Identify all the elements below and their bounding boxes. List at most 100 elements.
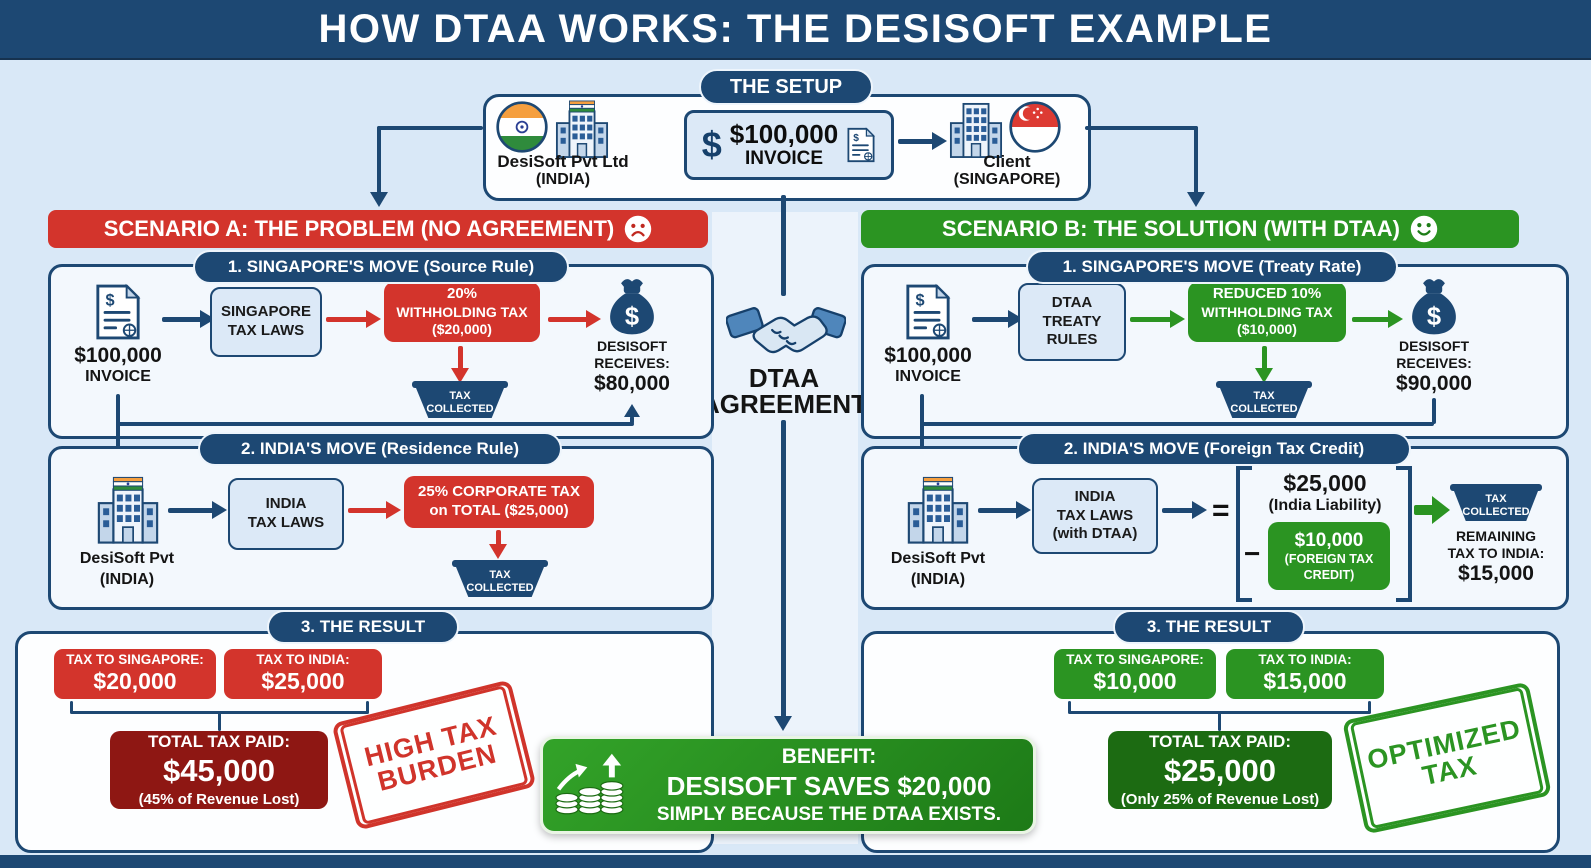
a2-arrow2-head	[386, 501, 401, 519]
money-bag-icon	[1404, 276, 1464, 338]
b-total-tax-box: TOTAL TAX PAID: $25,000 (Only 25% of Rev…	[1108, 731, 1332, 809]
b2-credit-value: $10,000	[1294, 529, 1364, 551]
minus-sign: −	[1244, 538, 1261, 569]
b1-tax-collected-basket: TAX COLLECTED	[1220, 388, 1308, 418]
benefit-line3: SIMPLY BECAUSE THE DTAA EXISTS.	[656, 803, 1002, 825]
setup-company-name: DesiSoft Pvt Ltd	[497, 152, 629, 171]
agreement-line2: AGREEMENT	[700, 389, 868, 419]
a2-down-arrow-head	[489, 544, 507, 559]
handshake-icon	[726, 296, 846, 366]
b2-remaining-line2: TAX TO INDIA:	[1447, 545, 1545, 561]
b2-collected-line1: TAX	[1485, 492, 1507, 505]
a1-receives-line2: RECEIVES:	[594, 355, 670, 371]
b1-tax-line2: WITHHOLDING TAX	[1201, 303, 1333, 320]
a1-tax-line1: 20%	[446, 285, 478, 303]
a-result-india-value: $25,000	[261, 668, 345, 695]
a-total-label: TOTAL TAX PAID:	[148, 731, 290, 751]
b2-law-line2: TAX LAWS	[1056, 506, 1134, 524]
scenario-b-result-badge-label: 3. THE RESULT	[1146, 617, 1272, 636]
scenario-b-result-badge: 3. THE RESULT	[1113, 610, 1305, 644]
b2-liability-value: $25,000	[1283, 470, 1367, 496]
invoice-doc-icon	[94, 282, 142, 342]
b1-collected-line2: COLLECTED	[1230, 403, 1298, 415]
scenario-a-header-label: SCENARIO A: THE PROBLEM (NO AGREEMENT)	[103, 216, 615, 241]
b-result-india-box: TAX TO INDIA: $15,000	[1226, 649, 1384, 699]
b1-arrow3-line	[1352, 317, 1390, 322]
setup-to-b-arrow-head	[1187, 192, 1205, 207]
a-result-singapore-label: TAX TO SINGAPORE:	[66, 652, 204, 668]
b-bracket-right	[1368, 701, 1371, 713]
b-result-singapore-value: $10,000	[1093, 668, 1177, 695]
b-total-value: $25,000	[1163, 752, 1277, 788]
center-vline-top	[781, 195, 786, 296]
setup-invoice-label: INVOICE	[744, 147, 824, 169]
a1-arrow2-line	[326, 317, 368, 322]
b2-bracket-left	[1236, 466, 1252, 602]
scenario-b-step1-badge: 1. SINGAPORE'S MOVE (Treaty Rate)	[1026, 250, 1398, 284]
b1-arrow2-head	[1170, 310, 1185, 328]
b1-tax-line3: ($10,000)	[1237, 321, 1297, 338]
b1-law-line3: RULES	[1046, 331, 1098, 349]
a1-arrow1-line	[162, 317, 202, 322]
benefit-line2: DESISOFT SAVES $20,000	[666, 771, 992, 801]
center-arrow-head	[774, 716, 792, 731]
a1-tax-collected-basket: TAX COLLECTED	[416, 388, 504, 418]
a-result-singapore-box: TAX TO SINGAPORE: $20,000	[54, 649, 216, 699]
b2-law-box: INDIA TAX LAWS (with DTAA)	[1032, 478, 1158, 554]
b2-law-line3: (with DTAA)	[1052, 525, 1138, 543]
b2-remaining-line1: REMAINING	[1455, 528, 1537, 544]
desisoft-building-icon	[554, 98, 610, 160]
a2-collected-line1: TAX	[489, 568, 511, 581]
happy-face-icon	[1410, 215, 1438, 243]
b2-company-line1: DesiSoft Pvt	[890, 550, 986, 567]
india-flag-icon	[495, 100, 549, 154]
b1-invoice-label: INVOICE	[895, 368, 961, 385]
a1-tax-line3: ($20,000)	[432, 321, 492, 338]
a1-down-arrow-head	[451, 368, 469, 383]
a2-arrow1-head	[212, 501, 227, 519]
a2-down-arrow-line	[496, 530, 501, 546]
sad-face-icon	[624, 215, 652, 243]
invoice-doc-icon	[904, 282, 952, 342]
a1-arrow2-head	[366, 310, 381, 328]
center-vline-bottom	[781, 420, 786, 718]
scenario-b-step2-panel	[861, 446, 1569, 610]
scenario-a-step2-badge: 2. INDIA'S MOVE (Residence Rule)	[198, 432, 562, 466]
a2-law-line2: TAX LAWS	[247, 514, 325, 531]
a1-invoice-amount: $100,000	[74, 344, 162, 367]
b1-arrow2-line	[1130, 317, 1172, 322]
b1-basket-lip	[1216, 381, 1312, 388]
benefit-line1: BENEFIT:	[781, 744, 877, 768]
setup-invoice-amount: $100,000	[729, 119, 839, 150]
setup-badge-label: THE SETUP	[729, 75, 843, 98]
agreement-line1: DTAA	[748, 363, 820, 393]
a2-tax-line2: on TOTAL ($25,000)	[429, 502, 569, 519]
setup-to-a-vline	[377, 126, 381, 196]
b-total-label: TOTAL TAX PAID:	[1149, 731, 1291, 751]
page-title: HOW DTAA WORKS: THE DESISOFT EXAMPLE	[318, 6, 1273, 51]
b2-credit-box: $10,000 (FOREIGN TAX CREDIT)	[1268, 522, 1390, 590]
a1-collected-line2: COLLECTED	[426, 403, 494, 415]
client-building-icon	[948, 98, 1004, 160]
b2-liability-note: (India Liability)	[1268, 497, 1382, 514]
a-result-india-box: TAX TO INDIA: $25,000	[224, 649, 382, 699]
setup-invoice-box: $ $100,000 INVOICE	[684, 110, 894, 180]
setup-arrow-head	[932, 132, 947, 150]
a1-arrow3-line	[548, 317, 588, 322]
b1-tax-line1: REDUCED 10%	[1212, 285, 1322, 303]
money-bag-icon	[602, 276, 662, 338]
desisoft-building-icon	[96, 474, 160, 546]
setup-client-name: Client	[983, 152, 1031, 171]
a1-invoice-label: INVOICE	[85, 368, 151, 385]
scenario-a-step2-badge-label: 2. INDIA'S MOVE (Residence Rule)	[241, 439, 519, 458]
a-result-india-label: TAX TO INDIA:	[256, 652, 350, 668]
b2-bracket-right	[1396, 466, 1412, 602]
b-bracket-stem	[1218, 713, 1221, 731]
b2-basket-lip	[1450, 484, 1542, 491]
invoice-doc-icon	[846, 125, 876, 165]
a2-arrow1-line	[168, 508, 214, 513]
scenario-a-result-badge: 3. THE RESULT	[267, 610, 459, 644]
b1-invoice-amount: $100,000	[884, 344, 972, 367]
b2-green-arrow-head	[1432, 496, 1450, 524]
b1-collected-line1: TAX	[1253, 389, 1275, 402]
